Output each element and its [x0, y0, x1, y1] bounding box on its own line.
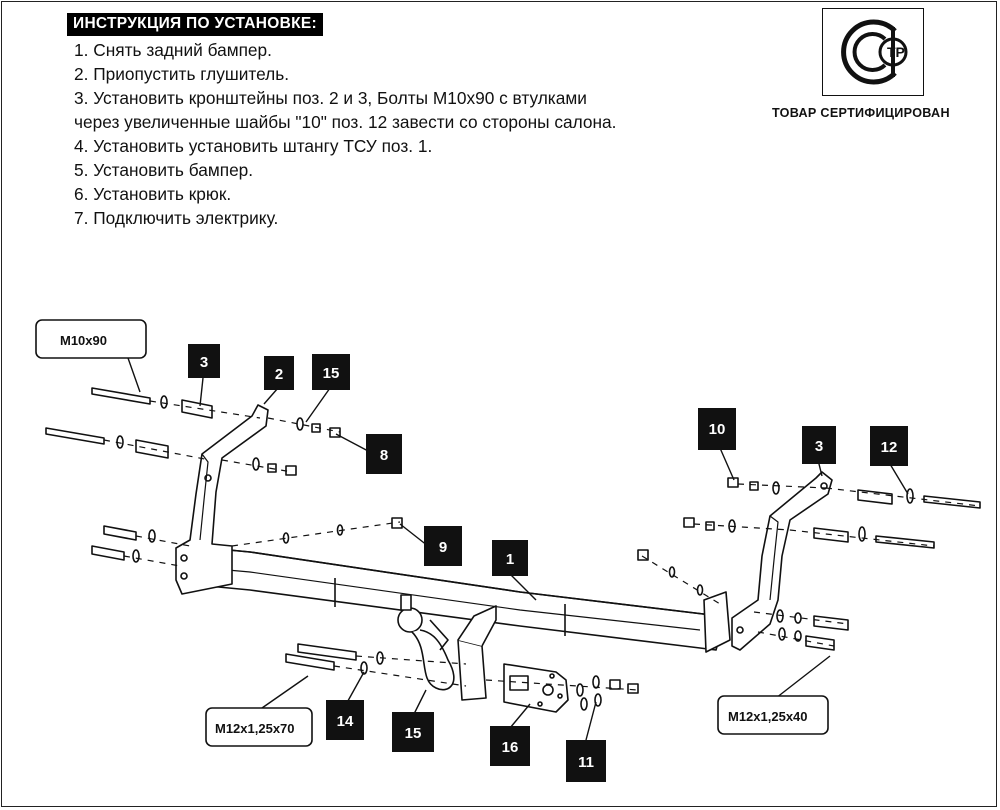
certification-logo: ТР: [822, 8, 924, 96]
spec-label-m12-left: M12x1,25x70: [215, 721, 295, 736]
bolts-left-lower: [91, 517, 403, 563]
hook-mount-plate: [457, 639, 487, 701]
step-3-continued: через увеличенные шайбы "10" поз. 12 зав…: [74, 112, 617, 132]
position-tag-4: 3: [200, 354, 208, 371]
position-tag-3: 3: [815, 438, 823, 455]
certification-caption: ТОВАР СЕРТИФИЦИРОВАН: [772, 106, 950, 120]
position-tag-15: 15: [405, 725, 422, 742]
position-tag-13: 15: [323, 365, 340, 382]
bolts-right-upper: [683, 477, 981, 549]
spec-box-m12-right: [717, 695, 829, 735]
spec-box-m10: [35, 319, 147, 359]
position-tag-11: 11: [578, 754, 594, 771]
right-end-plate: [703, 591, 731, 653]
position-tag-1: 1: [506, 551, 514, 568]
position-tag-14: 14: [337, 713, 354, 730]
instruction-title: ИНСТРУКЦИЯ ПО УСТАНОВКЕ:: [67, 13, 323, 36]
socket-plate: [503, 663, 569, 713]
step-1: 1. Снять задний бампер.: [74, 40, 272, 60]
bolts-left-upper: [45, 387, 213, 459]
position-tag-9: 9: [439, 539, 447, 556]
instruction-steps: 1. Снять задний бампер. 2. Приопустить г…: [74, 38, 616, 230]
step-3: 3. Установить кронштейны поз. 2 и 3, Бол…: [74, 88, 587, 108]
bolts-center-right: [637, 549, 704, 596]
right-bracket: [731, 471, 833, 651]
logo-letters: ТР: [887, 44, 905, 60]
left-bracket: [175, 404, 269, 595]
step-6: 6. Установить крюк.: [74, 184, 232, 204]
step-4: 4. Установить установить штангу ТСУ поз.…: [74, 136, 433, 156]
step-5: 5. Установить бампер.: [74, 160, 254, 180]
spec-box-m12-left: [205, 707, 313, 747]
spec-label-m12-right: M12x1,25x40: [728, 709, 808, 724]
position-tag-2: 2: [275, 366, 283, 383]
assembly-lines: [103, 400, 981, 691]
certification-mark-icon: ТР: [841, 19, 908, 85]
step-7: 7. Подключить электрику.: [74, 208, 279, 228]
position-tag-16: 16: [502, 739, 519, 756]
nut-washer-set-hook: [576, 675, 639, 711]
spec-label-m10: M10x90: [60, 333, 107, 348]
bolts-right-lower: [776, 609, 849, 651]
step-2: 2. Приопустить глушитель.: [74, 64, 290, 84]
position-tag-8: 8: [380, 447, 388, 464]
position-tag-12: 12: [881, 439, 898, 456]
tow-ball-hook: [397, 594, 455, 691]
position-tag-10: 10: [709, 421, 726, 438]
bolts-left-bottom: [285, 643, 384, 675]
